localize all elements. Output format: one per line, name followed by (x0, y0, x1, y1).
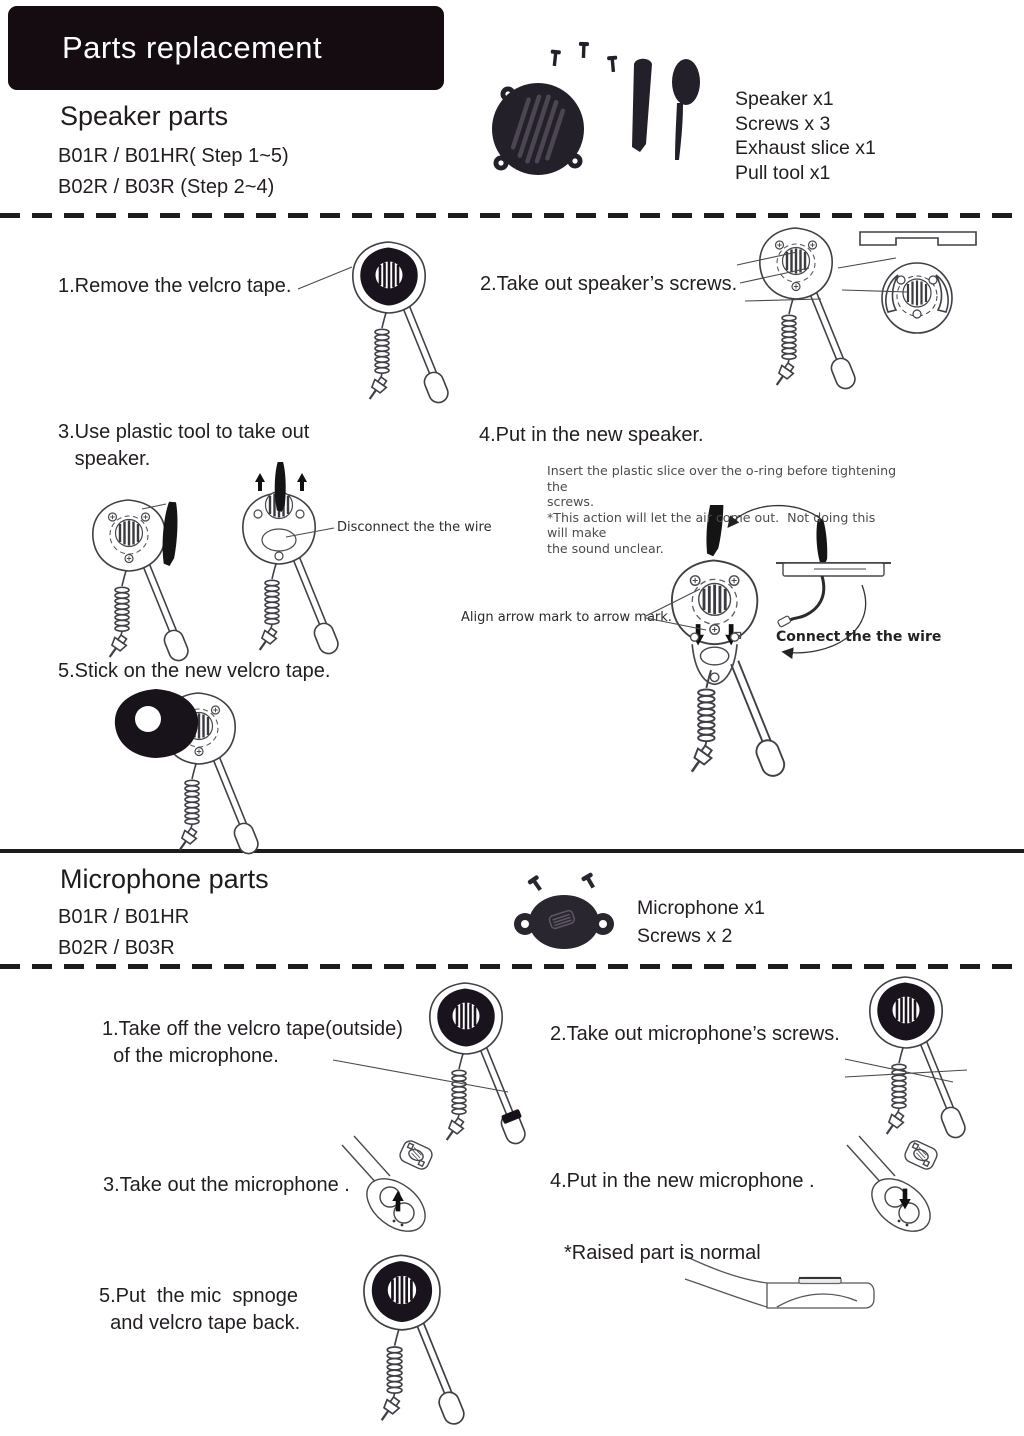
section-dashed-divider (0, 964, 1024, 969)
section-solid-divider (0, 849, 1024, 853)
mic-step1-text: 1.Take off the velcro tape(outside) of t… (102, 1018, 403, 1067)
microphone-section-heading: Microphone parts (60, 864, 269, 894)
disconnect-wire-label: Disconnect the the wire (337, 520, 492, 535)
kit-item: Pull tool x1 (735, 161, 831, 184)
headset-reassembled-illustration (362, 1253, 466, 1429)
speaker-model-line2: B02R / B03R (Step 2~4) (58, 176, 275, 198)
plastic-tool-icon (160, 501, 180, 567)
mic-model-line2: B02R / B03R (58, 937, 175, 959)
mic-removed-illustration (341, 1135, 433, 1232)
kit-item: Screws x 2 (637, 925, 733, 947)
new-velcro-tape-illustration (114, 689, 262, 855)
connect-wire-label: Connect the the wire (776, 629, 942, 645)
microphone-part-icon (514, 895, 614, 949)
kit-item: Screws x 3 (735, 112, 831, 135)
speaker-kit-photo (492, 41, 700, 175)
velcro-patch-icon (114, 689, 199, 758)
mic-install-illustration (846, 1135, 938, 1232)
section-dashed-divider (0, 213, 1024, 218)
speaker-model-line1: B01R / B01HR( Step 1~5) (58, 145, 289, 167)
raised-part-side-view (684, 1255, 875, 1309)
page-title: Parts replacement (62, 30, 323, 65)
headset-screws-illustration (758, 226, 857, 393)
page-title-banner: Parts replacement (8, 6, 444, 90)
kit-item: Exhaust slice x1 (735, 137, 876, 159)
mic-step3-text: 3.Take out the microphone . (103, 1174, 350, 1196)
align-arrow-label: Align arrow mark to arrow mark. (461, 610, 672, 625)
microphone-kit-photo (514, 872, 614, 949)
microphone-kit-list: Microphone x1 Screws x 2 (637, 894, 765, 950)
microphone-models: B01R / B01HR B02R / B03R (58, 902, 189, 964)
new-speaker-install-illustration (670, 505, 789, 781)
speaker-models: B01R / B01HR( Step 1~5) B02R / B03R (Step… (58, 141, 289, 203)
mic-velcro-band-icon (501, 1109, 522, 1124)
speaker-step3-text: 3.Use plastic tool to take out speaker. (58, 421, 310, 470)
mic-step2-text: 2.Take out microphone’s screws. (550, 1023, 840, 1045)
headset-mic-screws-illustration (868, 975, 967, 1142)
speaker-step4-note: Insert the plastic slice over the o-ring… (547, 463, 897, 556)
speaker-part-icon (492, 83, 584, 175)
speaker-step5-text: 5.Stick on the new velcro tape. (58, 660, 331, 682)
kit-item: Microphone x1 (637, 897, 765, 919)
speaker-step1-text: 1.Remove the velcro tape. (58, 275, 292, 297)
screws-icon (527, 872, 595, 892)
screws-icon (550, 41, 618, 73)
headset-velcro-illustration (351, 240, 450, 407)
mic-step5-text: 5.Put the mic spnoge and velcro tape bac… (99, 1285, 301, 1334)
speaker-step4-text: 4.Put in the new speaker. (479, 424, 704, 446)
speaker-step2-text: 2.Take out speaker’s screws. (480, 273, 738, 295)
headset-mic-velcro-illustration (428, 981, 527, 1148)
mic-model-line1: B01R / B01HR (58, 906, 190, 928)
speaker-section-heading: Speaker parts (60, 101, 229, 131)
exhaust-slice-icon (632, 58, 652, 152)
kit-item: Speaker x1 (735, 88, 834, 110)
speaker-removed-illustration (242, 462, 342, 658)
pull-tool-icon (672, 59, 700, 160)
headset-with-tool-illustration (91, 498, 192, 665)
speaker-kit-list: Speaker x1 Screws x 3 Exhaust slice x1 P… (735, 87, 876, 185)
clamp-unit-illustration (859, 231, 977, 334)
raised-part-note: *Raised part is normal (564, 1242, 761, 1264)
mic-step4-text: 4.Put in the new microphone . (550, 1170, 815, 1192)
